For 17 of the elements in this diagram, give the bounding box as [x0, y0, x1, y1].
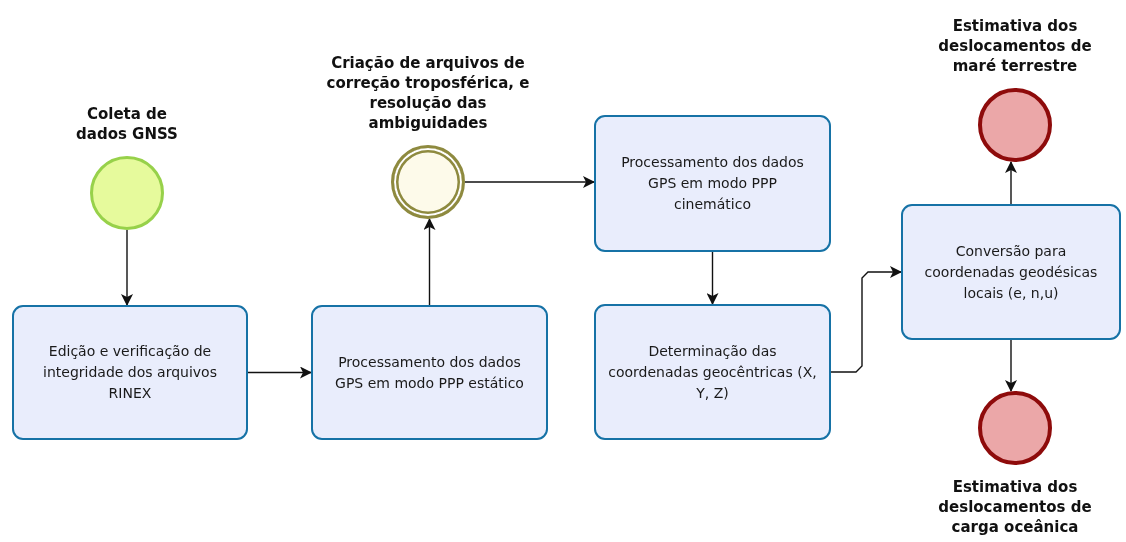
event-label: Criação de arquivos de correção troposférica, e resolução das ambiguidades	[325, 53, 531, 133]
arrow	[706, 251, 719, 305]
event-label: Coleta de dados GNSS	[75, 104, 179, 144]
arrow	[464, 176, 595, 188]
task-box: Determinação das coordenadas geocêntricas (X, Y, Z)	[594, 304, 831, 440]
task-box: Processamento dos dados GPS em modo PPP cinemático	[594, 115, 831, 252]
arrow	[247, 366, 312, 379]
arrow	[830, 266, 902, 373]
task-box: Conversão para coordenadas geodésicas locais (e, n,u)	[901, 204, 1121, 340]
arrow	[121, 229, 133, 306]
arrow	[423, 218, 436, 306]
arrow	[1005, 161, 1017, 205]
task-box: Processamento dos dados GPS em modo PPP estático	[311, 305, 548, 440]
task-box: Edição e verificação de integridade dos arquivos RINEX	[12, 305, 248, 440]
arrow	[1005, 339, 1017, 392]
event-label: Estimativa dos deslocamentos de carga oceânica	[937, 477, 1093, 537]
event-label: Estimativa dos deslocamentos de maré terrestre	[937, 16, 1093, 76]
